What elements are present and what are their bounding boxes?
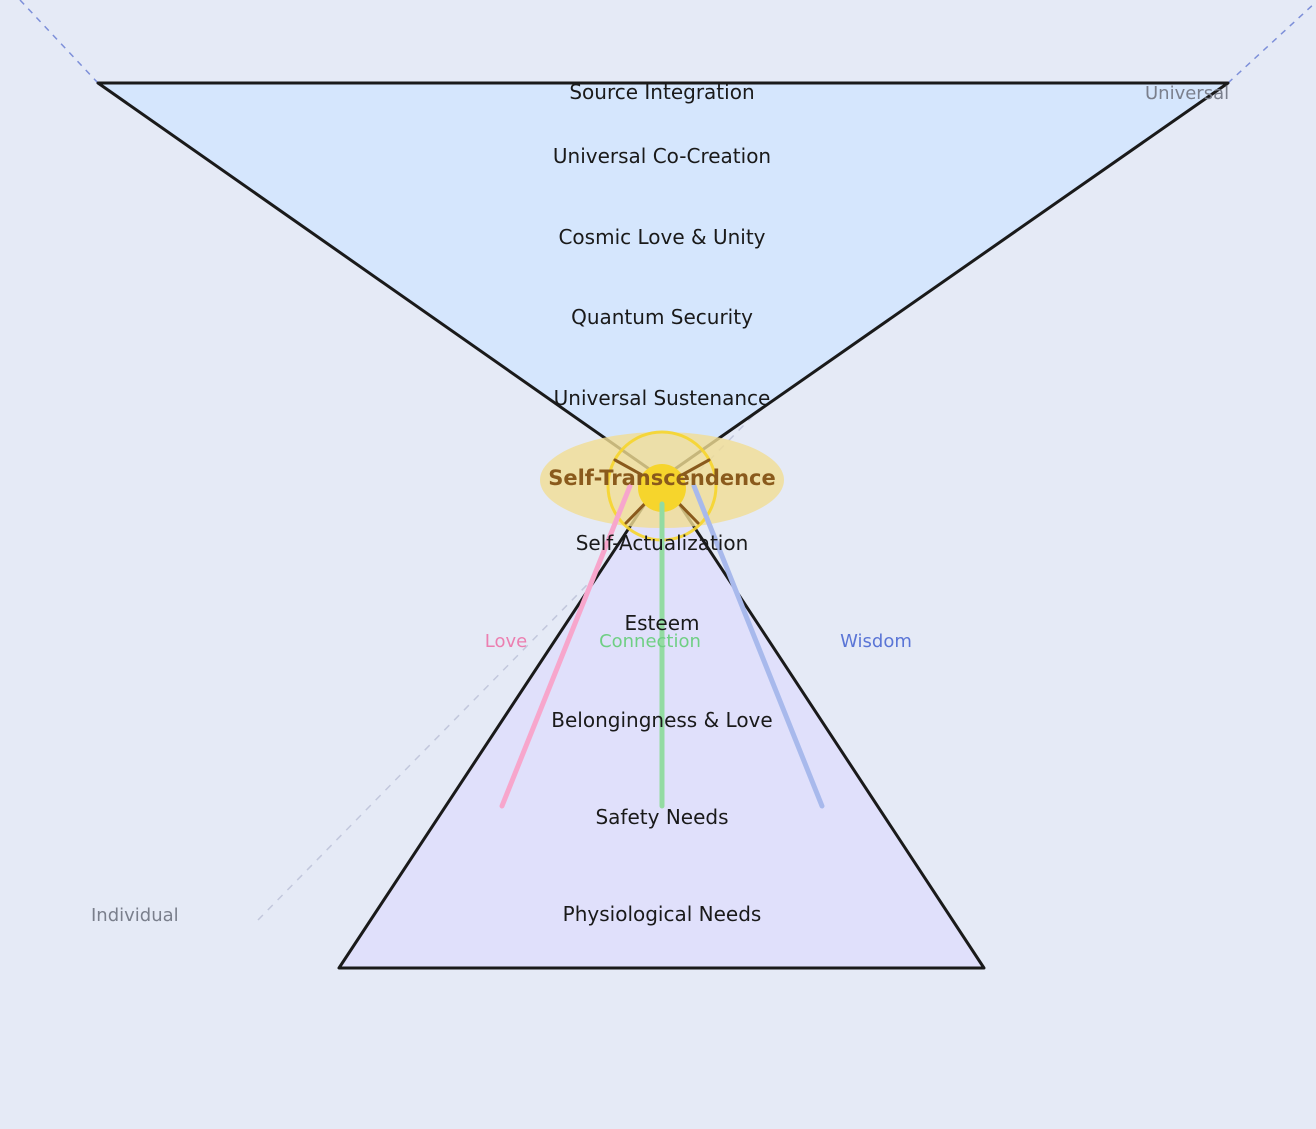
lower-level-label: Belongingness & Love xyxy=(551,708,772,732)
upper-level-label: Quantum Security xyxy=(571,305,753,329)
upper-level-label: Cosmic Love & Unity xyxy=(558,225,765,249)
upper-triangle xyxy=(96,81,1230,480)
wisdom-path xyxy=(691,483,825,809)
upper-level-label: Universal Co-Creation xyxy=(553,144,771,168)
universal-axis-label: Universal xyxy=(1145,83,1229,104)
lower-level-label: Esteem xyxy=(625,611,700,635)
connection-label: Connection xyxy=(599,631,701,652)
individual-axis-label: Individual xyxy=(91,905,179,926)
love-label: Love xyxy=(485,631,527,652)
guide-line-top-right xyxy=(1227,1,1316,84)
guide-line-top-left xyxy=(19,0,99,84)
lower-level-label: Self-Actualization xyxy=(576,531,749,555)
lower-level-label: Safety Needs xyxy=(595,805,728,829)
wisdom-label: Wisdom xyxy=(840,631,912,652)
sun-icon xyxy=(638,464,686,512)
lower-level-label: Physiological Needs xyxy=(563,902,762,926)
love-path xyxy=(499,483,633,809)
upper-level-label: Universal Sustenance xyxy=(554,386,771,410)
center-level-label: Self-Transcendence xyxy=(548,466,776,490)
upper-level-label: Source Integration xyxy=(569,80,754,104)
